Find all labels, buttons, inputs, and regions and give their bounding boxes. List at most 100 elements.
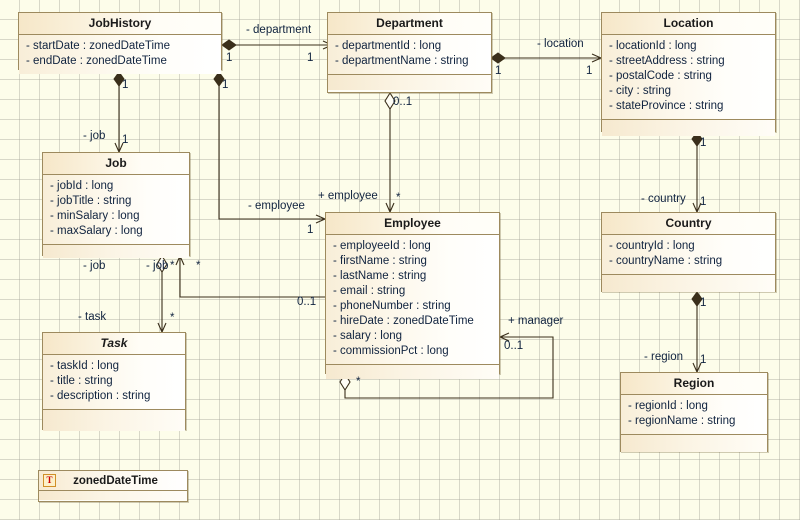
class-jobhistory-attributes: - startDate : zonedDateTime - endDate : … — [19, 35, 221, 74]
attribute: - description : string — [50, 390, 151, 402]
mult-jobhistory-department-target: 1 — [307, 52, 314, 64]
attribute: - salary : long — [333, 330, 403, 342]
composition-diamond-jobhistory-employee — [213, 71, 225, 87]
datatype-zoneddatetime[interactable]: T zonedDateTime — [38, 470, 188, 502]
datatype-body — [39, 491, 187, 500]
class-job-name: Job — [43, 153, 189, 175]
attribute: - postalCode : string — [609, 70, 712, 82]
datatype-header: T zonedDateTime — [39, 471, 187, 491]
attribute: - startDate : zonedDateTime — [26, 40, 171, 52]
datatype-name: zonedDateTime — [73, 474, 158, 487]
composition-diamond-department-location — [490, 52, 506, 64]
class-jobhistory-name: JobHistory — [19, 13, 221, 35]
class-region-name: Region — [621, 373, 767, 395]
attribute: - lastName : string — [333, 270, 427, 282]
mult-jobhistory-job-source: 1 — [122, 79, 129, 91]
attribute: - endDate : zonedDateTime — [26, 55, 167, 67]
edge-label-location: - location — [537, 38, 584, 50]
class-employee-name: Employee — [326, 213, 499, 235]
edge-label-employee-left: - employee — [248, 200, 305, 212]
attribute: - maxSalary : long — [50, 225, 143, 237]
mult-employee-job-target: 0..1 — [297, 296, 317, 308]
mult-job-task-source: * — [170, 260, 175, 272]
class-employee-operations — [326, 365, 499, 379]
class-job-operations — [43, 245, 189, 258]
attribute: - commissionPct : long — [333, 345, 449, 357]
class-task-name: Task — [43, 333, 185, 355]
attribute: - countryName : string — [609, 255, 723, 267]
attribute: - title : string — [50, 375, 113, 387]
attribute: - departmentId : long — [335, 40, 442, 52]
attribute: - email : string — [333, 285, 406, 297]
attribute: - streetAddress : string — [609, 55, 725, 67]
class-location-operations — [602, 120, 775, 136]
class-department[interactable]: Department - departmentId : long - depar… — [327, 12, 492, 93]
class-department-attributes: - departmentId : long - departmentName :… — [328, 35, 491, 75]
edge-jobhistory-employee — [218, 72, 327, 224]
edge-label-region: - region — [644, 351, 683, 363]
attribute: - firstName : string — [333, 255, 427, 267]
composition-diamond-jobhistory-job — [113, 71, 125, 87]
class-task[interactable]: Task - taskId : long - title : string - … — [42, 332, 186, 431]
edge-label-manager: + manager — [508, 315, 564, 327]
class-region[interactable]: Region - regionId : long - regionName : … — [620, 372, 768, 452]
class-department-operations — [328, 75, 491, 90]
class-country-operations — [602, 275, 775, 292]
attribute: - regionId : long — [628, 400, 708, 412]
attribute: - stateProvince : string — [609, 100, 724, 112]
attribute: - locationId : long — [609, 40, 697, 52]
edge-label-country: - country — [641, 193, 686, 205]
mult-department-employee-source: 0..1 — [393, 96, 413, 108]
composition-diamond-country-region — [691, 291, 703, 307]
class-job-attributes: - jobId : long - jobTitle : string - min… — [43, 175, 189, 245]
class-employee-attributes: - employeeId : long - firstName : string… — [326, 235, 499, 365]
class-country-attributes: - countryId : long - countryName : strin… — [602, 235, 775, 275]
datatype-icon: T — [43, 474, 56, 487]
class-region-attributes: - regionId : long - regionName : string — [621, 395, 767, 435]
edge-label-task: - task — [78, 311, 107, 323]
attribute: - city : string — [609, 85, 671, 97]
attribute: - phoneNumber : string — [333, 300, 451, 312]
mult-employee-manager-target: 0..1 — [504, 340, 524, 352]
class-task-attributes: - taskId : long - title : string - descr… — [43, 355, 185, 410]
class-task-operations — [43, 410, 185, 431]
mult-country-region-source: 1 — [700, 297, 707, 309]
edge-label-employee-plus: + employee — [318, 190, 378, 202]
class-country-name: Country — [602, 213, 775, 235]
class-jobhistory[interactable]: JobHistory - startDate : zonedDateTime -… — [18, 12, 222, 74]
attribute: - employeeId : long — [333, 240, 431, 252]
mult-job-task-target: * — [170, 312, 175, 324]
mult-department-location-target: 1 — [586, 65, 593, 77]
mult-location-country-source: 1 — [700, 137, 707, 149]
aggregation-diamond-department-employee — [384, 91, 396, 111]
class-region-operations — [621, 435, 767, 452]
mult-country-region-target: 1 — [700, 354, 707, 366]
class-department-name: Department — [328, 13, 491, 35]
edge-label-department: - department — [246, 24, 312, 36]
mult-jobhistory-employee-source: 1 — [222, 79, 229, 91]
mult-department-employee-target: * — [396, 192, 401, 204]
class-location-attributes: - locationId : long - streetAddress : st… — [602, 35, 775, 120]
edge-label-job-top: - job — [83, 130, 106, 142]
class-job[interactable]: Job - jobId : long - jobTitle : string -… — [42, 152, 190, 258]
attribute: - regionName : string — [628, 415, 736, 427]
mult-jobhistory-employee-target: 1 — [307, 224, 314, 236]
mult-jobhistory-department-source: 1 — [226, 52, 233, 64]
class-location-name: Location — [602, 13, 775, 35]
class-employee[interactable]: Employee - employeeId : long - firstName… — [325, 212, 500, 379]
mult-location-country-target: 1 — [700, 196, 707, 208]
mult-jobhistory-job-target: 1 — [122, 134, 129, 146]
attribute: - countryId : long — [609, 240, 695, 252]
mult-employee-manager-source: * — [356, 376, 361, 388]
composition-diamond-jobhistory-department — [221, 39, 237, 51]
attribute: - minSalary : long — [50, 210, 140, 222]
edge-employee-job — [175, 254, 325, 298]
mult-department-location-source: 1 — [495, 65, 502, 77]
class-country[interactable]: Country - countryId : long - countryName… — [601, 212, 776, 292]
class-location[interactable]: Location - locationId : long - streetAdd… — [601, 12, 776, 136]
attribute: - departmentName : string — [335, 55, 469, 67]
attribute: - hireDate : zonedDateTime — [333, 315, 474, 327]
attribute: - jobId : long — [50, 180, 114, 192]
